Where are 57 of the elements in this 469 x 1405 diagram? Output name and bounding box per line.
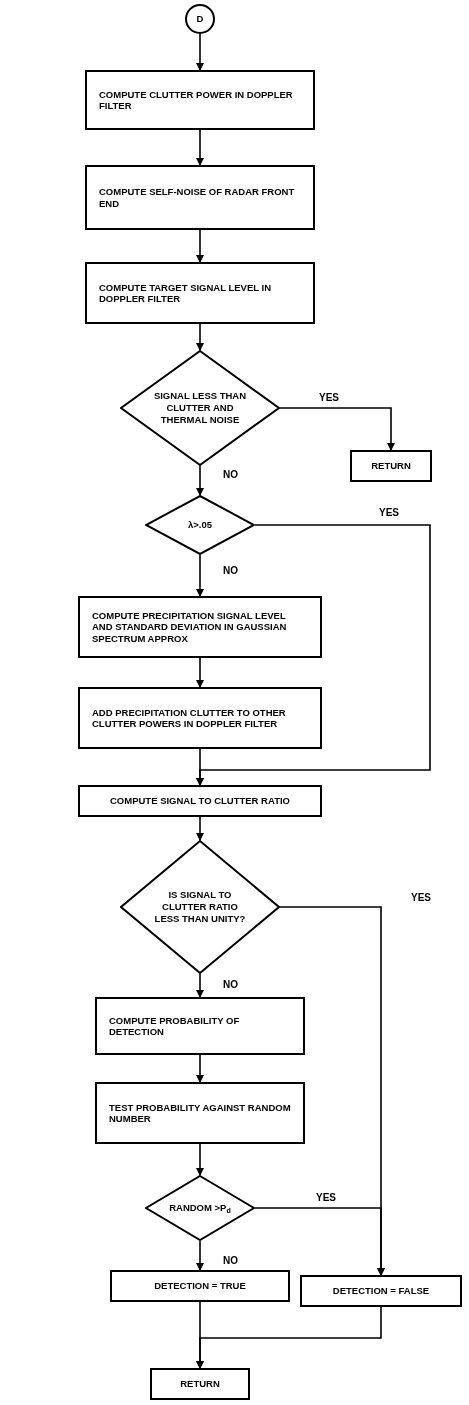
decision-diamond xyxy=(120,350,280,466)
process-box xyxy=(110,1270,290,1302)
process-box xyxy=(78,596,322,658)
node-text: COMPUTE CLUTTER POWER IN DOPPLER FILTER xyxy=(99,88,294,112)
arrow xyxy=(196,1306,382,1369)
node-text: DETECTION = TRUE xyxy=(154,1280,246,1292)
node-text: COMPUTE SELF-NOISE OF RADAR FRONT END xyxy=(99,186,296,209)
edge-label: YES xyxy=(410,893,432,903)
arrow xyxy=(196,229,204,263)
process-box xyxy=(95,997,305,1055)
node-text: λ>.05 xyxy=(186,519,213,531)
arrow xyxy=(196,657,204,688)
edge-label: NO xyxy=(222,1256,239,1266)
edge-label: YES xyxy=(315,1193,337,1203)
process-box xyxy=(78,785,322,817)
edge-label: NO xyxy=(222,566,239,576)
edge-label: NO xyxy=(222,470,239,480)
arrow xyxy=(196,973,204,998)
arrow xyxy=(196,554,204,597)
node-text: COMPUTE SIGNAL TO CLUTTER RATIO xyxy=(110,795,290,807)
arrow xyxy=(196,33,204,71)
node-text: D xyxy=(196,13,204,25)
process-box xyxy=(350,450,432,482)
node-text: ADD PRECIPITATION CLUTTER TO OTHER CLUTTER POWERS IN DOPPLER FILTER xyxy=(92,706,287,730)
node-text: SIGNAL LESS THAN CLUTTER AND THERMAL NOISE xyxy=(153,390,247,426)
arrow xyxy=(196,1240,204,1271)
node-text: COMPUTE PRECIPITATION SIGNAL LEVEL AND STANDARD DEVIATION IN GAUSSIAN SPECTRUM APPROX xyxy=(92,609,288,645)
edge-label: YES xyxy=(318,393,340,403)
arrow xyxy=(196,1054,204,1083)
node-text: IS SIGNAL TO CLUTTER RATIO LESS THAN UNITY? xyxy=(153,889,247,925)
node-text: COMPUTE TARGET SIGNAL LEVEL IN DOPPLER FILTER xyxy=(99,281,273,305)
arrow xyxy=(196,129,204,166)
node-text: RANDOM >P$_{d}$ xyxy=(168,1202,232,1214)
process-box xyxy=(85,70,315,130)
node-text: RETURN xyxy=(371,460,411,472)
process-box xyxy=(85,262,315,324)
arrow xyxy=(196,748,204,786)
arrow xyxy=(196,1143,204,1176)
process-box xyxy=(300,1275,462,1307)
node-text: TEST PROBABILITY AGAINST RANDOM NUMBER xyxy=(109,1101,291,1125)
arrow xyxy=(196,465,204,496)
arrow xyxy=(254,1207,385,1276)
node-text: RETURN xyxy=(180,1378,220,1390)
decision-diamond xyxy=(120,840,280,974)
process-box xyxy=(85,165,315,230)
node-text: COMPUTE PROBABILITY OF DETECTION xyxy=(109,1014,241,1038)
decision-diamond xyxy=(145,1175,255,1241)
edge-label: YES xyxy=(378,508,400,518)
arrow xyxy=(196,323,204,351)
arrow xyxy=(279,407,395,451)
process-box xyxy=(95,1082,305,1144)
edge-label: NO xyxy=(222,980,239,990)
decision-diamond xyxy=(145,495,255,555)
node-text: DETECTION = FALSE xyxy=(332,1285,430,1297)
process-box xyxy=(78,687,322,749)
arrow xyxy=(196,816,204,841)
process-box xyxy=(150,1368,250,1400)
